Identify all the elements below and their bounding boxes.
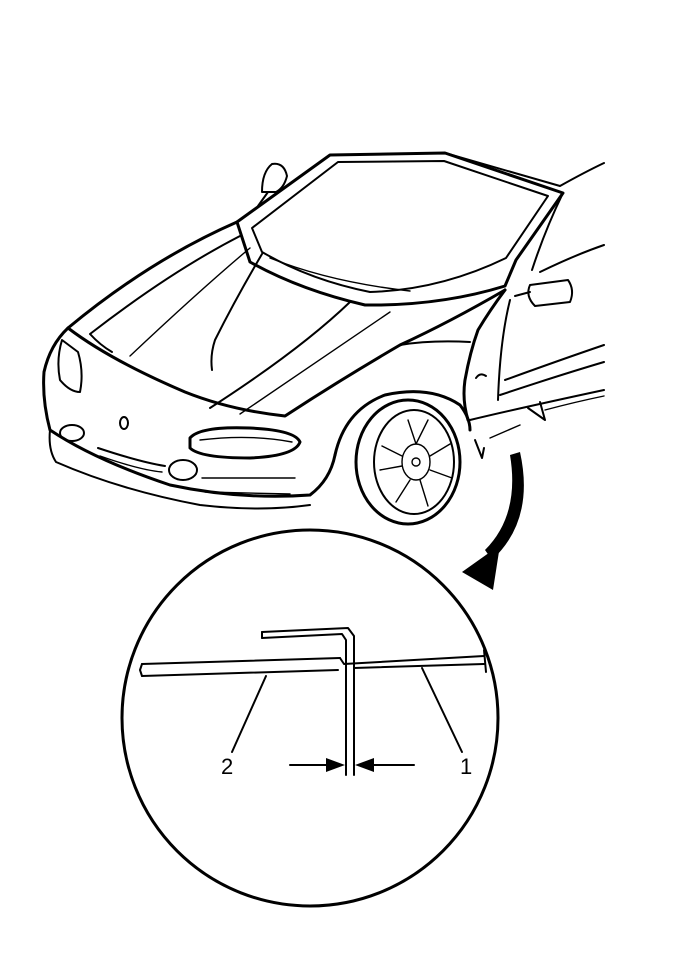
front-intake-lower — [99, 455, 163, 473]
tire-inner-edge — [373, 409, 455, 515]
far-mirror-stem — [257, 191, 269, 207]
roof-line — [444, 152, 605, 187]
panel-2-end — [139, 663, 143, 677]
hood-emblem — [119, 416, 129, 430]
lower-valance-vent — [201, 477, 296, 495]
lower-valance — [48, 429, 311, 510]
curved-arrow — [462, 452, 524, 590]
wheel-arch — [333, 390, 472, 457]
wheel-spokes — [379, 419, 453, 507]
front-fender — [462, 288, 507, 422]
fog-light-left — [59, 424, 85, 442]
front-tire — [354, 398, 462, 526]
leader-line-2 — [231, 675, 267, 753]
rocker-line-lower — [544, 395, 605, 411]
hood-crease-right-2 — [239, 311, 391, 415]
door-line — [497, 299, 511, 401]
far-side-mirror — [261, 162, 288, 193]
leader-line-1 — [421, 667, 463, 753]
car-illustration — [42, 151, 605, 526]
callout-label-2: 2 — [221, 754, 233, 779]
near-mirror-stem — [514, 291, 531, 297]
panel-2 — [141, 657, 341, 677]
section-marker-right — [527, 401, 546, 421]
body-rear-upper — [539, 244, 605, 273]
upper-flange — [261, 627, 355, 776]
side-marker — [475, 373, 487, 379]
headlight-right-inner — [199, 436, 293, 443]
near-side-mirror — [527, 279, 574, 307]
panel-1 — [339, 655, 485, 669]
hood-outline — [66, 220, 507, 418]
detail-view: 2 1 — [120, 528, 500, 908]
body-side-line-upper — [504, 344, 605, 381]
fog-light-right — [168, 459, 198, 481]
headlight-left — [57, 339, 83, 393]
hood-crease-left — [89, 235, 241, 353]
fender-top-line — [399, 340, 471, 346]
callout-label-1: 1 — [460, 754, 472, 779]
windshield-frame — [235, 151, 565, 307]
hood-crease-right — [209, 301, 351, 409]
front-fascia — [42, 326, 337, 498]
hood-crease-left-2 — [129, 247, 251, 357]
body-side-line-mid — [499, 361, 605, 396]
gap-dimension — [289, 758, 415, 772]
panel-1-end — [483, 649, 487, 673]
rocker-line — [469, 389, 605, 421]
section-line — [489, 424, 521, 439]
upper-flange-inner — [261, 633, 347, 776]
windshield-glass — [251, 160, 549, 293]
detail-circle — [120, 528, 500, 908]
hood-crease-center — [210, 253, 263, 371]
front-intake — [97, 447, 166, 467]
curved-arrow-head — [462, 545, 500, 590]
section-marker-left — [474, 439, 485, 459]
wiper — [269, 257, 411, 292]
curved-arrow-shaft — [485, 452, 524, 560]
headlight-right — [188, 426, 302, 460]
a-pillar — [531, 192, 564, 271]
